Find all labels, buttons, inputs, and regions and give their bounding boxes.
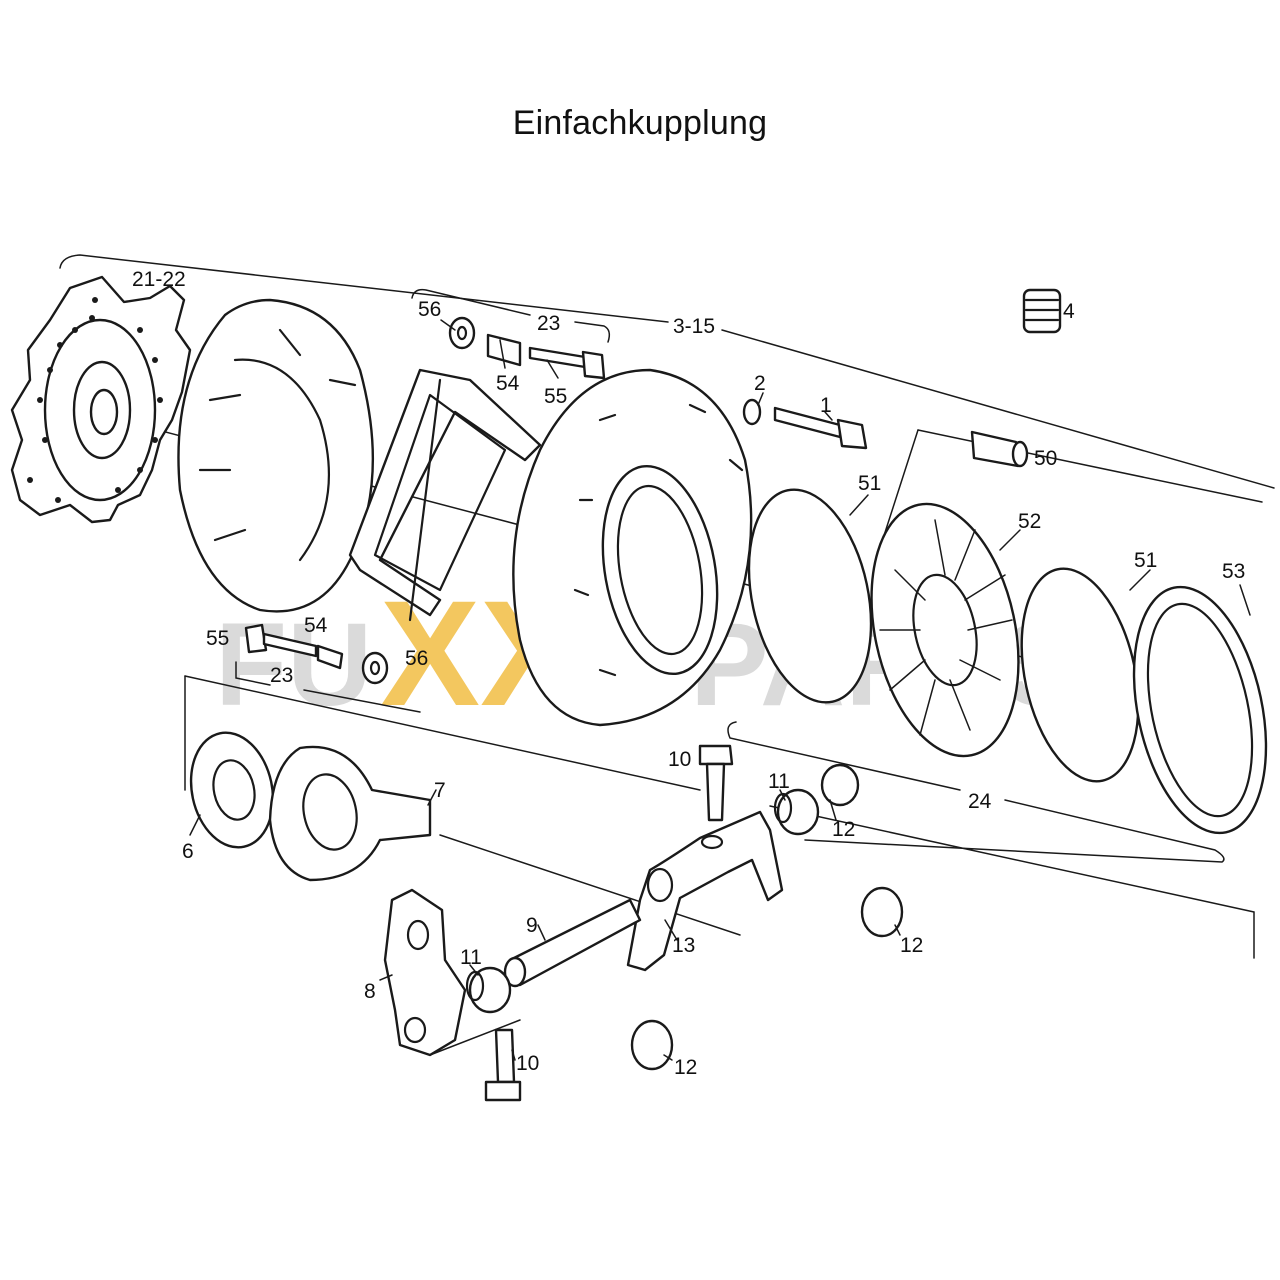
bushing-11-top bbox=[773, 788, 820, 836]
group-bracket-24 bbox=[727, 721, 1225, 863]
label-9: 9 bbox=[526, 914, 538, 937]
release-lever-frame bbox=[348, 368, 542, 622]
label-12-a: 12 bbox=[832, 818, 855, 841]
label-8: 8 bbox=[364, 980, 376, 1003]
cap-12-c bbox=[630, 1019, 674, 1071]
diagram-title: Einfachkupplung bbox=[512, 104, 768, 142]
diaphragm-spring-52 bbox=[870, 502, 1020, 758]
label-56-bottom: 56 bbox=[405, 647, 428, 670]
spring-part bbox=[1022, 288, 1062, 334]
washer-56-top bbox=[448, 316, 476, 350]
clutch-disc bbox=[10, 275, 192, 524]
release-sleeve-7 bbox=[268, 745, 432, 882]
leader-lines bbox=[189, 319, 1251, 1061]
pressure-plate-cover bbox=[177, 298, 374, 613]
group-bracket-3-15 bbox=[59, 254, 1275, 489]
bolt-10-top bbox=[698, 744, 734, 822]
label-51-b: 51 bbox=[1134, 549, 1157, 572]
plate-53 bbox=[1132, 585, 1268, 835]
watermark-fu: FU bbox=[215, 599, 372, 731]
label-2: 2 bbox=[754, 372, 766, 395]
part-labels: 21-22 56 23 54 55 3-15 4 2 1 50 51 52 51… bbox=[132, 268, 1245, 1079]
bracket-54-top bbox=[486, 333, 522, 367]
label-12-c: 12 bbox=[674, 1056, 697, 1079]
group-bracket-23-top bbox=[411, 288, 611, 343]
label-55-top: 55 bbox=[544, 385, 567, 408]
bolt-1 bbox=[742, 398, 868, 450]
bracket-54-bottom bbox=[316, 644, 344, 670]
label-23-bottom: 23 bbox=[270, 664, 293, 687]
label-54-bottom: 54 bbox=[304, 614, 328, 637]
ring-51-a bbox=[747, 488, 873, 704]
label-3-15: 3-15 bbox=[673, 315, 715, 338]
label-6: 6 bbox=[182, 840, 194, 863]
washer-56-bottom bbox=[361, 651, 389, 685]
bolt-55-bottom bbox=[244, 623, 318, 658]
cap-12-a bbox=[820, 763, 860, 807]
shaft-9 bbox=[503, 898, 642, 988]
bushing-11-bottom bbox=[465, 966, 512, 1014]
label-23-top: 23 bbox=[537, 312, 560, 335]
label-56-top: 56 bbox=[418, 298, 441, 321]
label-10-bottom: 10 bbox=[516, 1052, 539, 1075]
label-21-22: 21-22 bbox=[132, 268, 186, 291]
label-24: 24 bbox=[968, 790, 992, 813]
label-51-a: 51 bbox=[858, 472, 881, 495]
clutch-housing bbox=[512, 368, 753, 727]
bearing-6 bbox=[189, 731, 275, 849]
label-52: 52 bbox=[1018, 510, 1041, 533]
label-7: 7 bbox=[434, 779, 446, 802]
label-11-top: 11 bbox=[768, 770, 790, 793]
release-fork-13 bbox=[626, 810, 784, 972]
bolt-10-bottom bbox=[484, 1028, 522, 1102]
cap-12-b bbox=[860, 886, 904, 938]
group-bracket-23-bottom bbox=[235, 661, 421, 713]
label-13: 13 bbox=[672, 934, 695, 957]
label-4: 4 bbox=[1063, 300, 1075, 323]
pin-50 bbox=[970, 430, 1029, 468]
label-10-top: 10 bbox=[668, 748, 691, 771]
label-1: 1 bbox=[820, 394, 832, 417]
label-53: 53 bbox=[1222, 560, 1245, 583]
label-55-bottom: 55 bbox=[206, 627, 229, 650]
label-12-b: 12 bbox=[900, 934, 923, 957]
label-54-top: 54 bbox=[496, 372, 520, 395]
label-50: 50 bbox=[1034, 447, 1057, 470]
bolt-55-top bbox=[528, 346, 606, 380]
label-11-bottom: 11 bbox=[460, 946, 482, 969]
lever-8 bbox=[383, 888, 467, 1057]
group-bracket-lower bbox=[184, 675, 1255, 1056]
